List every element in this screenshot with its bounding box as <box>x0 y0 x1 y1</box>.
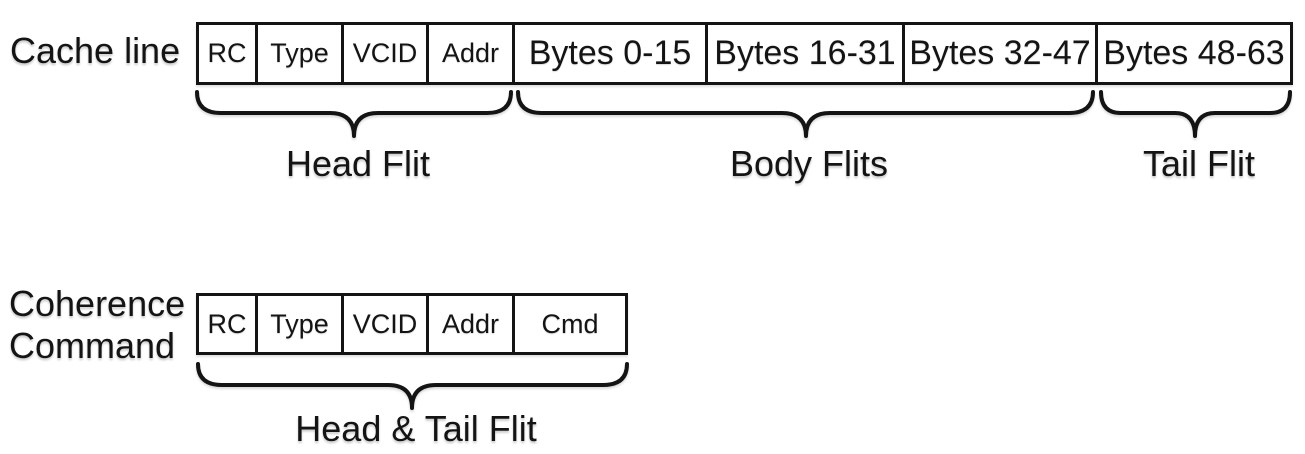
coherence-field-cmd: Cmd <box>541 308 599 339</box>
head-tail-flit-brace <box>196 362 629 410</box>
cache-line-field-addr: Addr <box>429 25 515 82</box>
cache-line-field-type: Type <box>258 25 344 82</box>
cache-line-field-bytes-16-31: Bytes 16-31 <box>708 25 905 82</box>
body-flits-brace <box>516 90 1095 138</box>
tail-flit-group-label: Tail Flit <box>1142 143 1256 184</box>
body-flits-group-label: Body Flits <box>729 143 889 184</box>
coherence-command-row-label-line1: Coherence <box>9 283 186 324</box>
head-flit-brace <box>195 90 513 138</box>
coherence-field-rc: RC <box>199 296 258 352</box>
cache-line-flit-row: RC Type VCID Addr Bytes 0-15 Bytes 16-31… <box>196 22 1293 85</box>
coherence-command-flit-row: RC Type VCID Addr Cmd <box>196 293 628 355</box>
cache-line-row-label: Cache line <box>10 30 181 71</box>
cache-line-field-bytes-32-47: Bytes 32-47 <box>905 25 1098 82</box>
coherence-command-row-label-line2: Command <box>9 325 176 366</box>
head-tail-flit-group-label: Head & Tail Flit <box>295 408 537 449</box>
coherence-field-vcid: VCID <box>344 296 429 352</box>
cache-line-field-vcid: VCID <box>344 25 429 82</box>
cache-line-field-bytes-48-63: Bytes 48-63 <box>1103 34 1285 72</box>
coherence-field-type: Type <box>258 296 344 352</box>
head-flit-group-label: Head Flit <box>285 143 431 184</box>
cache-line-field-bytes-0-15: Bytes 0-15 <box>515 25 708 82</box>
coherence-field-addr: Addr <box>429 296 515 352</box>
cache-line-field-rc: RC <box>199 25 258 82</box>
coherence-command-row-label: Coherence Command <box>9 283 185 367</box>
tail-flit-brace <box>1099 90 1292 138</box>
